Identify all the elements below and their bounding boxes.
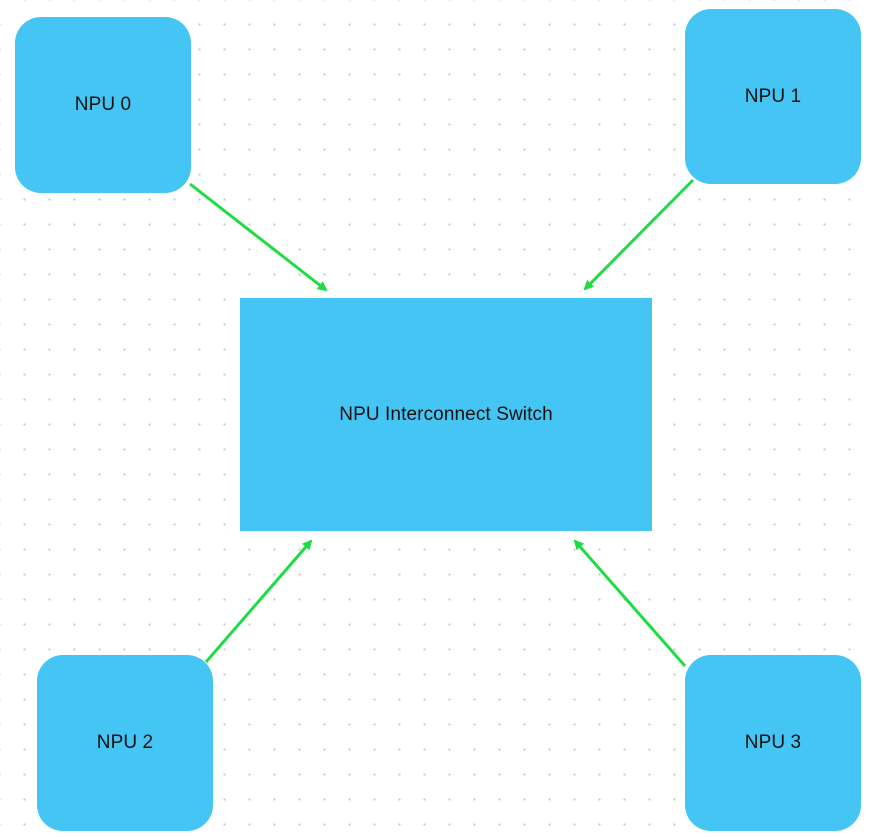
npu-1-label: NPU 1 <box>744 85 802 107</box>
arrow-npu2-to-switch <box>204 539 313 663</box>
npu-2-node[interactable]: NPU 2 <box>37 655 213 831</box>
interconnect-switch-label: NPU Interconnect Switch <box>339 403 553 425</box>
npu-3-label: NPU 3 <box>744 732 802 753</box>
arrow-npu0-to-switch <box>189 182 328 292</box>
npu-2-label: NPU 2 <box>96 732 154 753</box>
npu-3-node[interactable]: NPU 3 <box>685 655 861 831</box>
npu-1-node[interactable]: NPU 1 <box>685 9 861 184</box>
interconnect-switch-node[interactable]: NPU Interconnect Switch <box>240 298 652 531</box>
arrow-npu3-to-switch <box>573 539 687 667</box>
npu-0-label: NPU 0 <box>74 94 132 115</box>
arrow-npu1-to-switch <box>583 178 695 291</box>
npu-0-node[interactable]: NPU 0 <box>15 17 191 193</box>
